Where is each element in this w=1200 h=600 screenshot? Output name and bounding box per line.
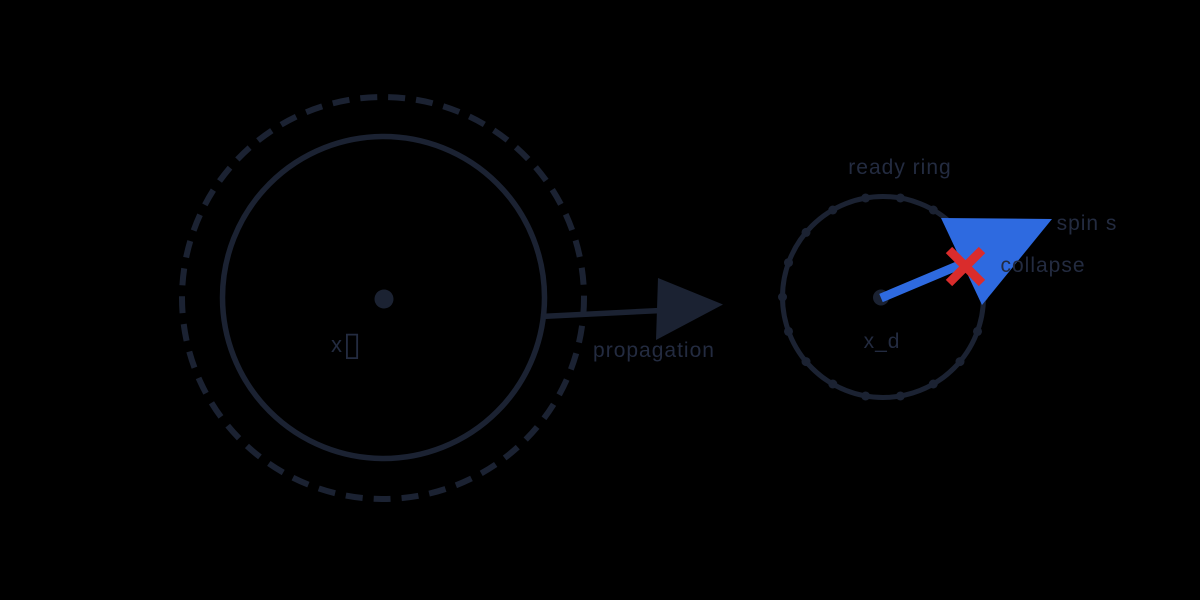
ring-dot [828, 205, 838, 215]
ring-dot [895, 391, 905, 401]
collapse-label: collapse [1000, 254, 1085, 277]
ring-dot [784, 326, 793, 336]
ring-dot [801, 357, 811, 367]
right-ready-ring-figure: ready ring spin s collapse x_d [778, 156, 1118, 401]
outer-dashed-circle [179, 94, 587, 502]
propagation-label: propagation [593, 339, 715, 362]
ring-dot [955, 357, 965, 367]
collapse-x-icon [945, 246, 986, 287]
ring-dot [801, 227, 811, 237]
propagation-arrowhead-icon [656, 278, 723, 340]
left-state-figure: x▯ [179, 94, 587, 502]
ring-dot [861, 193, 871, 203]
missing-glyph-box-icon: ▯ [343, 325, 362, 362]
ring-dot [784, 258, 793, 268]
propagation-arrow: propagation [540, 278, 723, 362]
ready-ring-label: ready ring [848, 156, 951, 179]
spin-pointer-line [879, 259, 965, 303]
ring-dot [861, 391, 871, 401]
propagation-arrow-line [540, 307, 662, 320]
inner-solid-circle [219, 133, 548, 462]
ring-dot [828, 379, 838, 389]
spin-label: spin s [1057, 212, 1118, 235]
ring-dot [778, 292, 787, 302]
ring-dot [928, 379, 938, 389]
spin-wedge-icon [941, 218, 1052, 305]
collapse-x-stroke [945, 246, 986, 287]
ring-dot [973, 326, 982, 336]
ring-dot [895, 193, 905, 203]
ring-dot [928, 205, 938, 215]
left-center-label-text: x [331, 332, 343, 357]
left-center-dot [374, 289, 394, 309]
left-center-label: x▯ [331, 325, 362, 362]
right-center-label: x_d [864, 330, 901, 353]
